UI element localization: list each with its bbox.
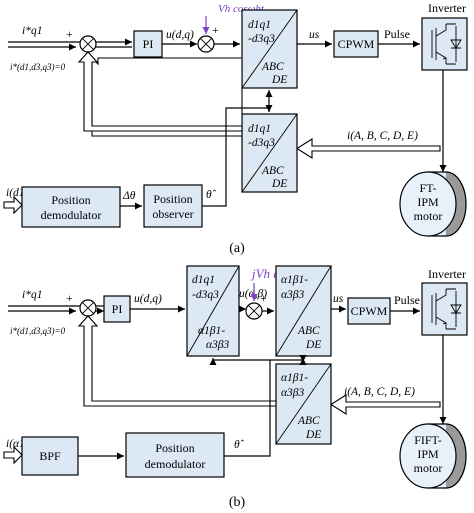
b-current-label: i(A, B, C, D, E) (344, 386, 415, 398)
svg-text:motor: motor (414, 461, 443, 475)
a-plus-sign: + (66, 27, 73, 41)
b-bpf-block (21, 436, 79, 476)
a-inverter-title: Inverter (428, 1, 466, 15)
b-bpf-label: BPF (39, 449, 61, 463)
svg-text:α1β1-: α1β1- (281, 372, 308, 384)
a-cpwm-block (333, 30, 379, 58)
b-input-ref-label: i*q1 (22, 289, 42, 301)
a-inject-junction (197, 35, 215, 53)
svg-text:-d3q3: -d3q3 (248, 33, 275, 45)
a-observer-line2: observer (152, 207, 193, 221)
a-pi-label: PI (143, 37, 154, 51)
svg-text:DE: DE (305, 429, 321, 441)
b-pi-block (103, 295, 131, 323)
b-cpwm-label: CPWM (351, 304, 388, 318)
svg-text:IPM: IPM (417, 447, 439, 461)
a-current-label: i(A, B, C, D, E) (347, 130, 418, 142)
b-inverter-title: Inverter (428, 267, 466, 281)
b-feedback-arrow (77, 315, 277, 407)
svg-text:α1β1-: α1β1- (198, 325, 225, 337)
a-transform-block-2: d1q1 -d3q3 ABC DE (241, 113, 298, 193)
svg-text:DE: DE (305, 339, 321, 351)
svg-text:motor: motor (414, 209, 443, 223)
svg-text:d1q1: d1q1 (248, 123, 271, 135)
b-theta-bus (262, 359, 303, 457)
svg-text:α1β1-: α1β1- (281, 274, 308, 286)
b-motor: FIFT- IPM motor (399, 423, 467, 489)
b-demod-line2: demodulator (145, 457, 206, 471)
svg-text:ABC: ABC (261, 165, 284, 177)
a-current-in-arrow (3, 195, 23, 215)
svg-text:IPM: IPM (417, 195, 439, 209)
a-udq-label: u(d,q) (166, 29, 194, 41)
a-input-ref-d-label: i*(d1,d3,q3)=0 (10, 62, 66, 72)
svg-text:ABC: ABC (297, 415, 320, 427)
svg-text:DE: DE (271, 178, 287, 190)
b-demod-line1: Position (155, 441, 194, 455)
a-dtheta-label: Δθ (122, 190, 136, 202)
a-cpwm-label: CPWM (338, 37, 375, 51)
svg-text:α3β3: α3β3 (281, 387, 305, 399)
caption-b: (b) (229, 495, 246, 510)
b-pi-label: PI (112, 302, 123, 316)
svg-text:FIFT-: FIFT- (414, 433, 442, 447)
a-input-ref-label: i*q1 (22, 25, 42, 37)
svg-text:ABC: ABC (297, 325, 320, 337)
b-transform-block-1: α1β1- α3β3 ABC DE (275, 265, 332, 357)
a-pi-block (133, 30, 163, 58)
a-current-feedback-arrow (295, 138, 441, 159)
svg-text:-d3q3: -d3q3 (192, 289, 219, 301)
a-sum-junction (79, 35, 97, 53)
b-current-feedback-arrow (329, 394, 441, 415)
a-theta-label: θ̂ (206, 189, 217, 201)
b-input-ref-d-label: i*(d1,d3,q3)=0 (10, 326, 66, 336)
svg-text:α3β3: α3β3 (206, 339, 230, 351)
b-inverter-block (421, 282, 468, 336)
a-inverter-block (421, 17, 468, 71)
a-motor: FT- IPM motor (399, 171, 467, 237)
caption-a: (a) (229, 241, 245, 256)
b-demodulator-block (125, 432, 225, 478)
b-inject-plus: + (260, 291, 267, 305)
svg-text:α3β3: α3β3 (281, 289, 305, 301)
a-pulse-label: Pulse (384, 27, 410, 41)
diagram-b: i*q1 i*(d1,d3,q3)=0 + - PI u(d,q) d1q1 -… (3, 265, 468, 510)
a-us-label: us (309, 29, 320, 41)
b-udq-label: u(d,q) (134, 293, 162, 305)
svg-text:FT-: FT- (420, 181, 437, 195)
b-theta-label: θ̂ (234, 439, 245, 451)
b-cpwm-block (347, 297, 391, 325)
b-plus-sign: + (66, 291, 73, 305)
b-current-in-arrow (3, 445, 23, 465)
svg-text:d1q1: d1q1 (192, 274, 215, 286)
a-transform-block-1: d1q1 -d3q3 ABC DE (241, 9, 298, 89)
svg-text:d1q1: d1q1 (248, 19, 271, 31)
b-pulse-label: Pulse (394, 293, 420, 307)
diagram-a: i*q1 i*(d1,d3,q3)=0 + - PI u(d,q) Vh cos… (3, 1, 468, 256)
svg-text:DE: DE (271, 74, 287, 86)
a-feedback-arrow (77, 51, 243, 132)
a-observer-line1: Position (153, 192, 192, 206)
a-observer-block (143, 184, 203, 228)
b-transform-block-0: d1q1 -d3q3 α1β1- α3β3 (186, 265, 240, 357)
svg-text:ABC: ABC (261, 61, 284, 73)
b-inject-junction (245, 302, 263, 320)
svg-text:-d3q3: -d3q3 (248, 137, 275, 149)
a-inject-plus: + (212, 23, 219, 37)
a-demod-line2: demodulator (41, 208, 102, 222)
a-demod-line1: Position (51, 193, 90, 207)
a-demodulator-block (21, 186, 121, 228)
b-us-label: us (333, 293, 344, 305)
b-sum-junction (79, 299, 97, 317)
b-transform-block-2: α1β1- α3β3 ABC DE (275, 363, 332, 445)
a-feedback-path (91, 56, 243, 137)
